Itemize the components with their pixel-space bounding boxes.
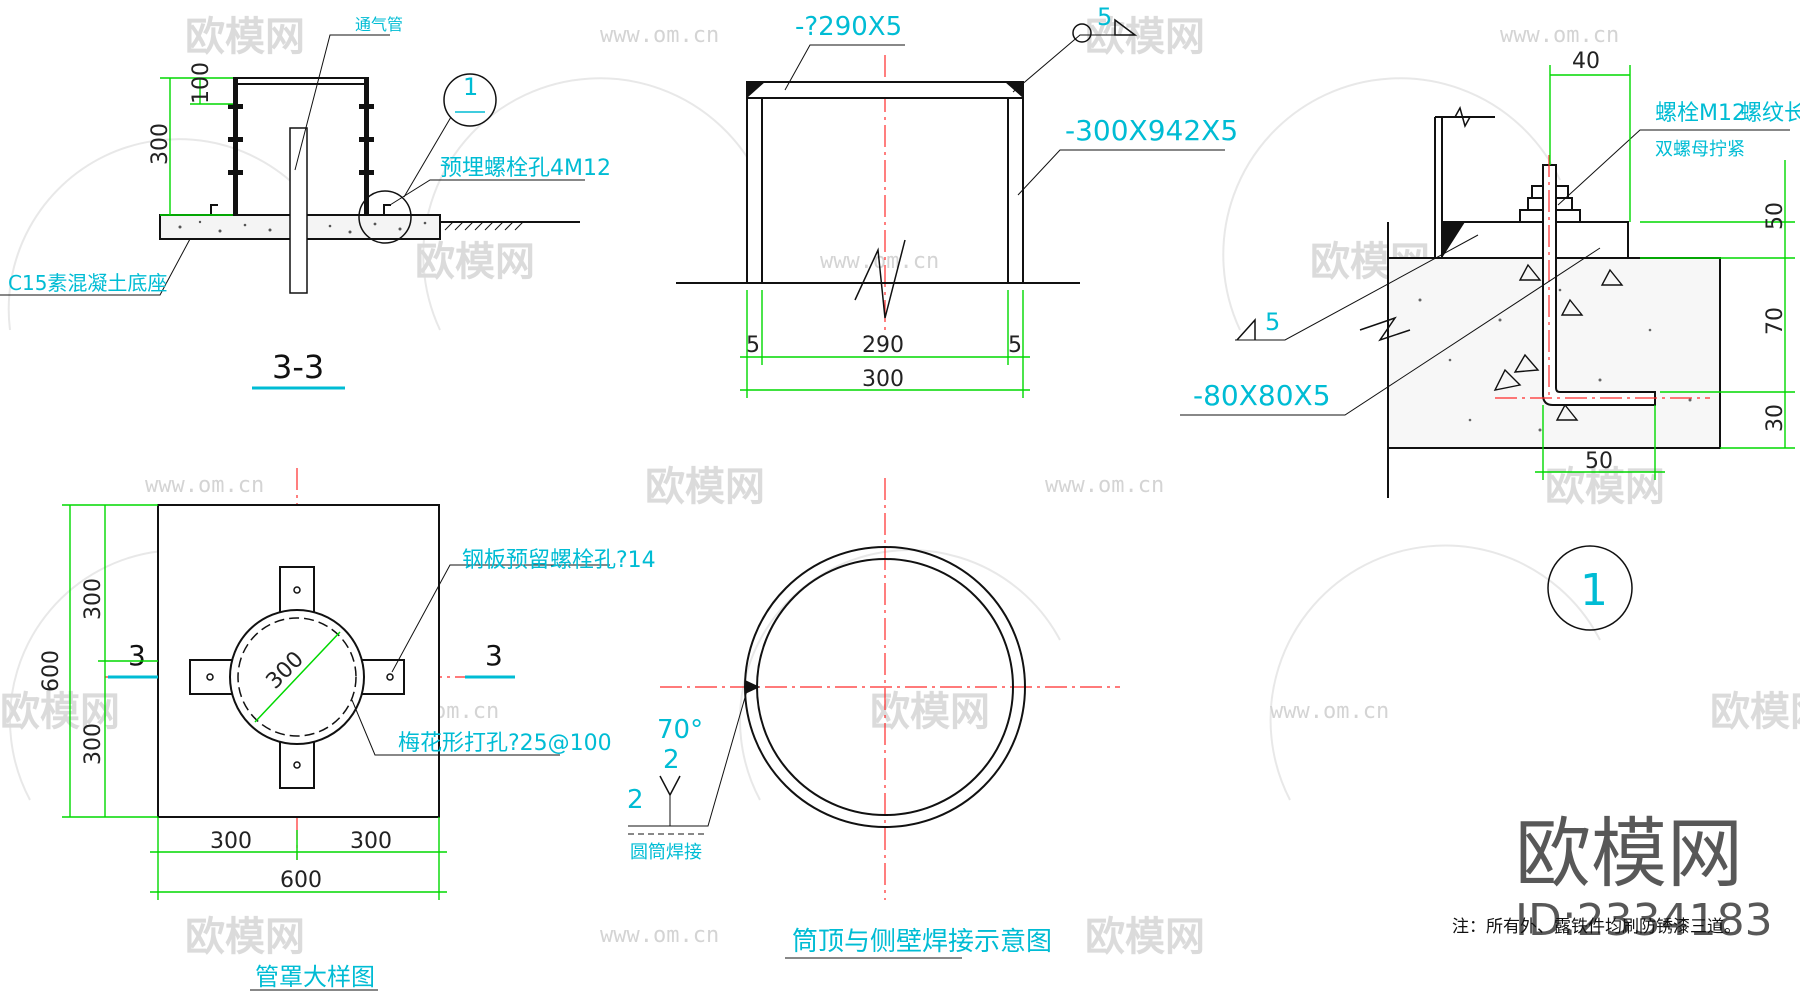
weld-size-label: 5 [1097,3,1112,31]
watermark-url: www.om.cn [600,923,719,948]
plan-title: 管罩大样图 [255,963,375,991]
dim-plan-600-vertical: 600 [39,650,64,692]
weld-label: 圆筒焊接 [630,842,702,863]
corner-brand-name: 欧模网 [1515,809,1743,898]
section-mark-right: 3 [485,639,503,672]
detail-callout-circle [358,190,412,244]
detail-anchor-bolt [1542,164,1656,406]
dim-290: 290 [862,333,904,358]
watermark-brand: 欧模网 [185,914,305,960]
weld-size-side: 2 [627,785,644,815]
weld-detail: 70° 2 2 圆筒焊接 筒顶与侧壁焊接示意图 [627,478,1120,959]
weld-angle: 70° [657,715,703,745]
cover-wall-right [364,78,369,215]
plan-pipe-inner [237,617,357,737]
top-plate-label: -?290X5 [795,12,902,42]
dim-plan-300-top: 300 [81,578,106,620]
watermark-layer: 欧模网 欧模网 欧模网 欧模网 欧模网 欧模网 欧模网 欧模网 欧模网 欧模网 … [0,14,1800,960]
bolt-label: 螺栓M12 [1655,101,1746,126]
watermark-url: www.om.cn [1500,23,1619,48]
dim-plan-300-right: 300 [350,829,392,854]
nut-note-label: 双螺母拧紧 [1655,139,1745,160]
elev-wall-right [1007,84,1024,284]
cover-elevation: -?290X5 5 -300X942X5 5 290 5 300 [676,3,1238,398]
watermark-brand: 欧模网 [415,239,535,285]
corner-brand-id: ID:2334183 [1515,895,1773,946]
section-title: 3-3 [272,348,324,386]
detail-ref-label: 1 [463,73,478,101]
dim-300: 300 [862,367,904,392]
steel-hole-label: 钢板预留螺栓孔?14 [462,548,656,573]
watermark-url: www.om.cn [600,23,719,48]
bolt-length-label: 螺纹长50 [1740,101,1800,126]
watermark-brand: 欧模网 [1710,689,1800,735]
detail-1-circle [1547,545,1633,631]
corner-brand: 欧模网 ID:2334183 [1515,809,1773,946]
detail-1-circle-label: 1 [1580,565,1608,616]
watermark-url: www.om.cn [1270,699,1389,724]
dim-50-horizontal: 50 [1585,449,1613,474]
general-note: 注：所有外、露铁件均刷防锈漆三道。 [1452,917,1741,937]
dim-plan-300-left: 300 [210,829,252,854]
watermark-url: www.om.cn [145,473,264,498]
vent-holes-label: 梅花形打孔?25@100 [398,731,612,756]
cover-wall-left [233,78,238,215]
dim-50-vertical: 50 [1763,202,1788,230]
dim-5-left: 5 [746,333,760,358]
concrete-base-label: C15素混凝土底座 [8,271,167,295]
dim-70: 70 [1763,307,1788,335]
weld-size-top: 2 [663,745,680,775]
watermark-brand: 欧模网 [1085,914,1205,960]
watermark-brand: 欧模网 [185,14,305,60]
dim-30: 30 [1763,404,1788,432]
watermark-url: www.om.cn [1045,473,1164,498]
detail-1: 螺栓M12 螺纹长50 双螺母拧紧 5 -80X80X5 40 50 70 30… [1180,49,1800,631]
cover-plan: 300 钢板预留螺栓孔?14 梅花形打孔?25@100 3 3 300 300 … [39,468,656,991]
weld-detail-title: 筒顶与侧壁焊接示意图 [792,927,1052,957]
dim-40: 40 [1572,49,1600,74]
angle-plate-label: -80X80X5 [1193,379,1331,412]
elev-wall-left [746,84,763,284]
section-3-3: 1 100 300 通气管 预埋螺栓孔4M12 C15素混凝土底座 3-3 [0,15,611,390]
watermark-brand: 欧模网 [645,464,765,510]
watermark-brand: 欧模网 [0,689,120,735]
section-mark-left: 3 [128,639,146,672]
dim-100: 100 [189,62,214,104]
wall-plate-label: -300X942X5 [1065,114,1238,147]
vent-pipe-label: 通气管 [355,15,403,34]
bolt-hole-label: 预埋螺栓孔4M12 [440,156,611,181]
watermark-brand: 欧模网 [1085,14,1205,60]
dim-300: 300 [148,123,173,165]
vent-pipe [289,127,308,294]
dim-plan-300-bottom: 300 [81,723,106,765]
dim-plan-600-horizontal: 600 [280,868,322,893]
dim-5-right: 5 [1008,333,1022,358]
watermark-brand: 欧模网 [870,689,990,735]
detail-base-plate [1441,221,1629,259]
weld-5-label: 5 [1265,308,1280,336]
